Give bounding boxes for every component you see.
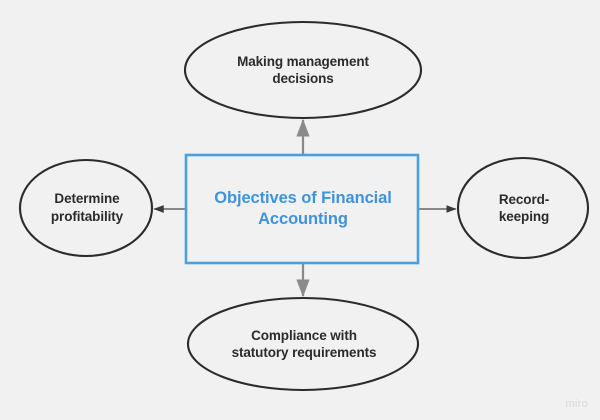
node-ellipse-bottom[interactable] (186, 296, 420, 392)
miro-watermark: miro (565, 398, 588, 410)
node-ellipse-top[interactable] (183, 20, 423, 120)
node-ellipse-left[interactable] (18, 158, 154, 258)
node-rect-center[interactable] (184, 153, 420, 265)
node-ellipse-right[interactable] (456, 156, 590, 260)
